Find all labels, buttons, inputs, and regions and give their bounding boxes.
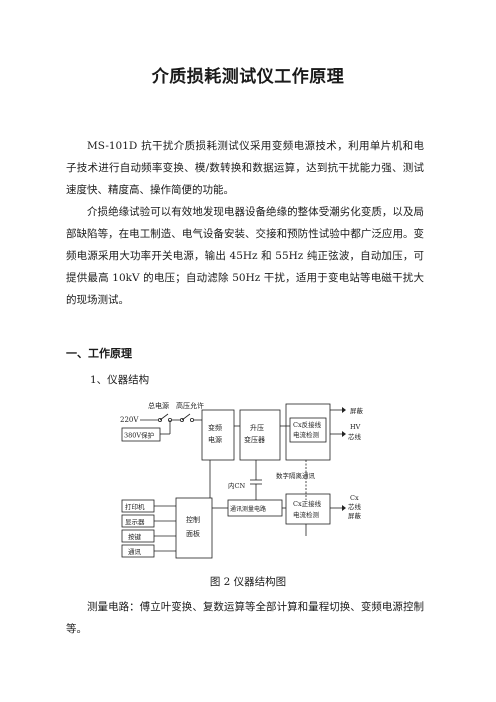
cx-out-shield: 屏蔽 <box>348 511 362 520</box>
protection-label: 380V保护 <box>124 431 154 440</box>
peripheral-keypad: 按键 <box>128 532 142 541</box>
inverter-label: 变频 <box>208 423 222 432</box>
document-title: 介质损耗测试仪工作原理 <box>151 67 345 87</box>
svg-text:电流检测: 电流检测 <box>293 510 320 519</box>
svg-text:电流检测: 电流检测 <box>293 430 320 439</box>
peripheral-display: 显示器 <box>125 518 145 526</box>
protection-box <box>121 427 161 442</box>
internal-cn-label: 内CN <box>228 481 245 490</box>
section-heading: 一、工作原理 <box>66 347 132 360</box>
figure-caption: 图 2 仪器结构图 <box>209 576 287 588</box>
svg-text:芯线: 芯线 <box>348 432 362 441</box>
paragraph-measurement: 测量电路：傅立叶变换、复数运算等全部计算和量程切换、变频电源控制等。 <box>66 601 424 635</box>
peripheral-comm: 通讯 <box>128 547 142 556</box>
subsection-heading: 1、仪器结构 <box>90 374 150 386</box>
svg-text:变压器: 变压器 <box>244 435 265 444</box>
cx-high-outer-box <box>285 403 331 461</box>
cx-out-cx: Cx <box>350 494 359 502</box>
label-main-power: 总电源 <box>148 401 169 410</box>
digital-isolation-label: 数字隔离通讯 <box>276 471 316 480</box>
label-hv-enable: 高压允许 <box>176 401 204 410</box>
shield-label: 屏蔽 <box>350 406 364 415</box>
cx-low-box <box>285 493 331 525</box>
hv-label: HV <box>350 423 361 431</box>
reference-label: 通讯测量电路 <box>230 505 266 513</box>
cx-low-label: Cx正接线 <box>293 499 322 508</box>
inverter-box <box>201 409 235 461</box>
label-220v: 220V <box>120 416 139 424</box>
transformer-label: 升压 <box>250 423 264 432</box>
control-panel-box <box>175 497 213 559</box>
peripheral-printer: 打印机 <box>125 502 145 511</box>
svg-text:电源: 电源 <box>208 435 222 444</box>
svg-text:面板: 面板 <box>186 529 200 538</box>
switch-symbols <box>140 413 202 422</box>
transformer-box <box>239 409 281 461</box>
cx-out-core: 芯线 <box>348 502 362 511</box>
paragraph-intro: MS-101D 抗干扰介质损耗测试仪采用变频电源技术，利用单片机和电子技术进行自… <box>66 140 424 196</box>
cx-high-label: Cx反接线 <box>293 420 322 429</box>
control-panel-label: 控制 <box>186 515 200 524</box>
internal-cn-symbol <box>250 460 262 500</box>
instrument-structure-diagram: 总电源 高压允许 220V 380V保护 变频 电源 升压 变压器 Cx反接线 <box>120 401 364 559</box>
paragraph-application: 介损绝缘试验可以有效地发现电器设备绝缘的整体受潮劣化变质，以及局部缺陷等，在电工… <box>66 206 424 306</box>
cx-high-box <box>289 417 327 443</box>
